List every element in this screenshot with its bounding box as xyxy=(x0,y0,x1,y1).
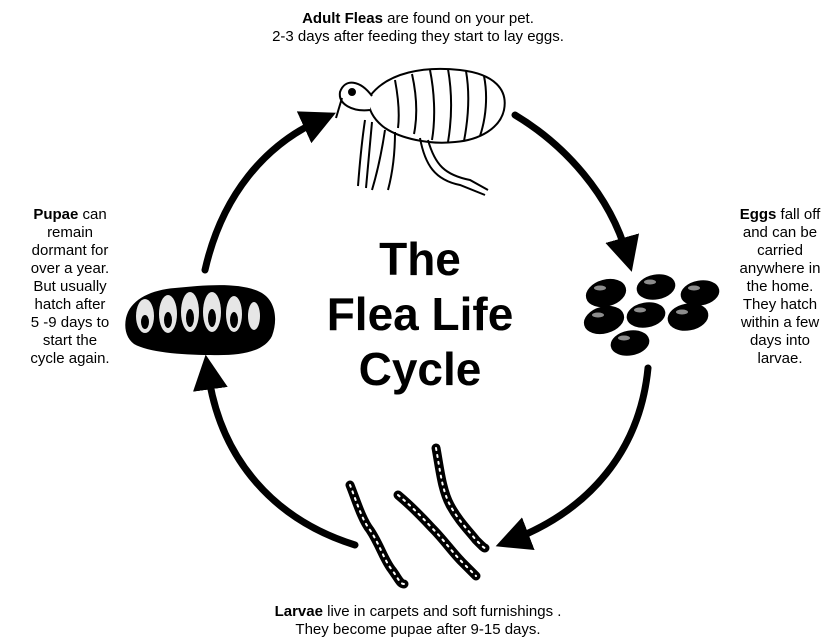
title-line-1: The xyxy=(290,232,550,287)
arrow-larvae-to-pupae xyxy=(208,372,355,545)
pupa-icon xyxy=(125,285,275,355)
diagram-title: The Flea Life Cycle xyxy=(290,232,550,397)
larvae-icon xyxy=(350,448,485,584)
adult-fleas-term: Adult Fleas xyxy=(302,10,383,27)
title-line-2: Flea Life xyxy=(290,287,550,342)
larvae-caption: Larvae live in carpets and soft furnishi… xyxy=(170,603,666,639)
adult-flea-icon xyxy=(336,69,505,195)
pupae-term: Pupae xyxy=(33,206,78,223)
eggs-term: Eggs xyxy=(740,206,777,223)
title-line-3: Cycle xyxy=(290,342,550,397)
flea-eggs-icon xyxy=(581,272,720,358)
adult-fleas-caption: Adult Fleas are found on your pet. 2-3 d… xyxy=(180,10,656,46)
eggs-caption: Eggs fall off and can be carried anywher… xyxy=(724,206,836,368)
pupae-caption: Pupae can remain dormant for over a year… xyxy=(0,206,140,368)
larvae-term: Larvae xyxy=(275,603,323,620)
